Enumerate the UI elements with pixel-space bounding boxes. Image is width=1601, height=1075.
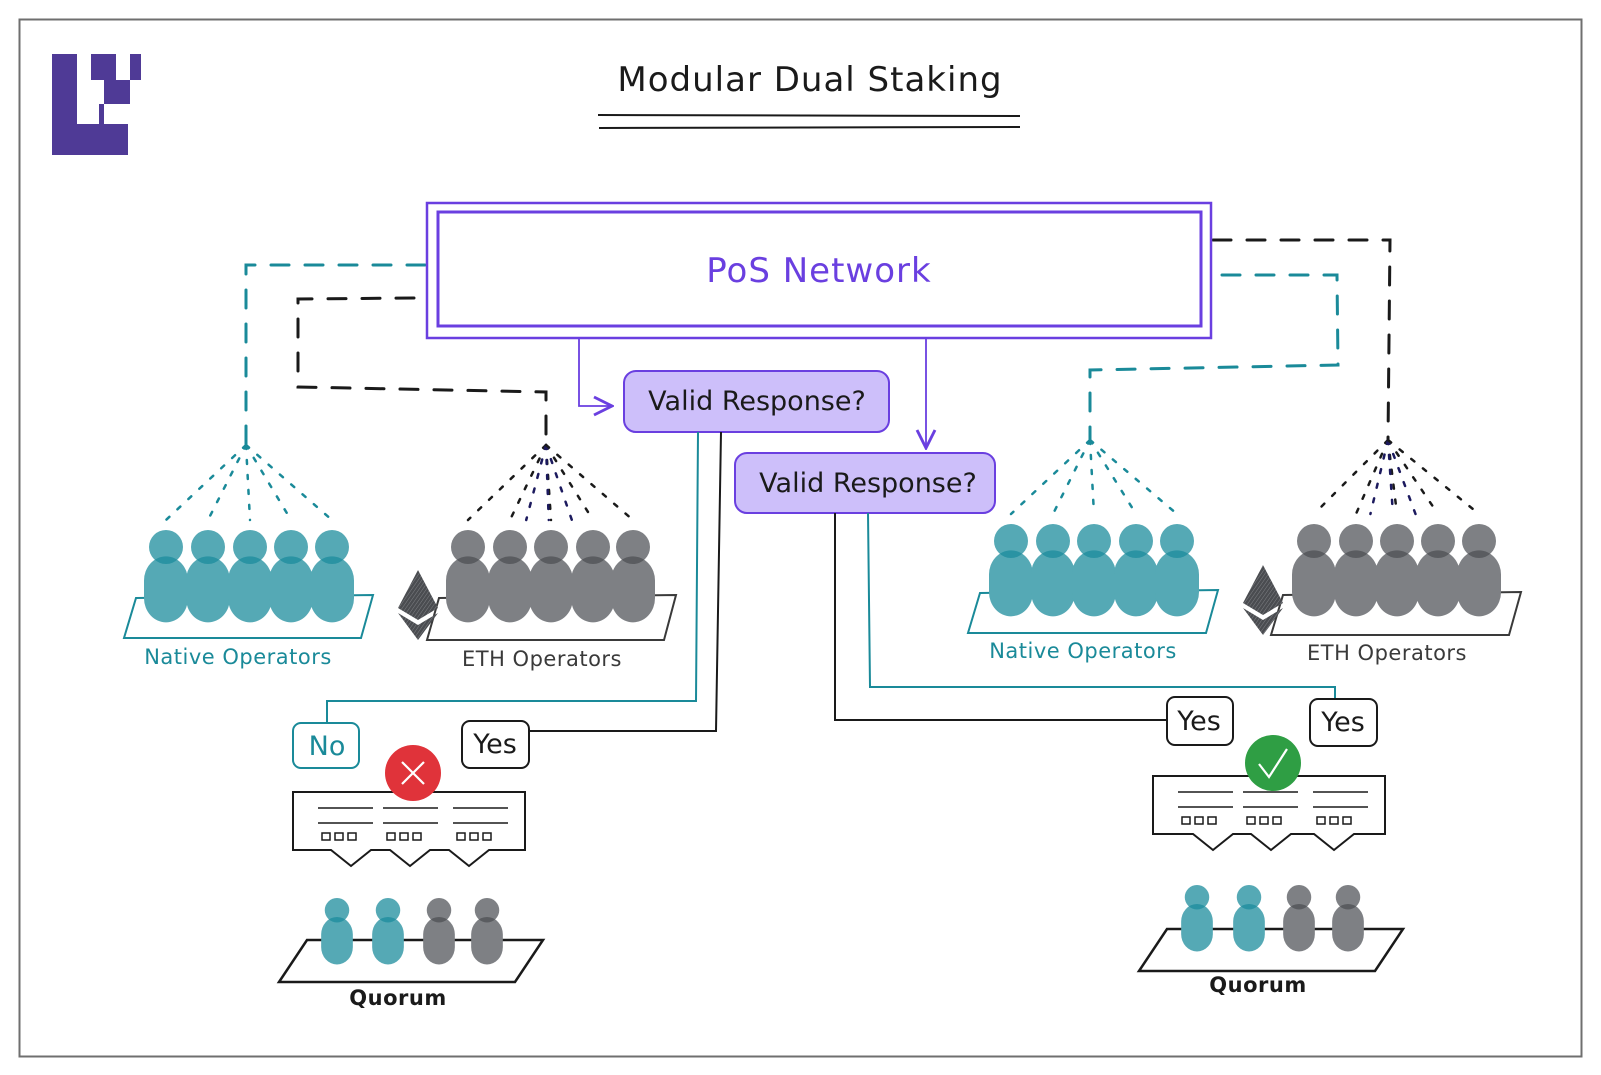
- native-operator-icon: [186, 530, 230, 623]
- delegation-fan: [1009, 438, 1179, 516]
- svg-text:Yes: Yes: [472, 729, 517, 760]
- native-operator-icon: [1114, 524, 1158, 617]
- validator-node-2[interactable]: Valid Response?: [734, 452, 996, 514]
- eth-operator-icon: [1292, 524, 1336, 617]
- eth-operator-icon: [446, 530, 490, 623]
- eth-operator-icon: [1457, 524, 1501, 617]
- response-panel: [1152, 775, 1386, 852]
- native-operator-icon: [989, 524, 1033, 617]
- link-network-eth-left: [296, 296, 548, 447]
- eth-operator-icon: [488, 530, 532, 623]
- group-label-native-left: Native Operators: [144, 645, 332, 669]
- pos-network-node[interactable]: PoS Network: [425, 201, 1213, 340]
- brand-logo: [52, 54, 141, 155]
- link-vr2-yes-eth: [834, 513, 1167, 721]
- group-label-eth-left: ETH Operators: [462, 647, 622, 671]
- quorum-group: [1136, 885, 1406, 973]
- answer-badge-no: No: [292, 722, 360, 769]
- native-operator-icon: [321, 898, 353, 965]
- operator-groups: [122, 438, 1523, 641]
- eth-operator-icon: [1375, 524, 1419, 617]
- link-vr2-yes-native: [867, 512, 1336, 700]
- native-operator-icon: [1031, 524, 1075, 617]
- link-network-native-left: [244, 263, 427, 447]
- eth-operator-icon: [611, 530, 655, 623]
- outcome-panels: [276, 735, 1406, 984]
- link-vr1-no: [326, 431, 699, 722]
- link-network-eth-right: [1211, 238, 1392, 442]
- quorum-group: [276, 898, 546, 984]
- svg-text:Yes: Yes: [1176, 706, 1221, 737]
- quorum-label-left: Quorum: [349, 986, 446, 1010]
- native-operator-icon: [1233, 885, 1265, 952]
- group-label-eth-right: ETH Operators: [1307, 641, 1467, 665]
- eth-operator-icon: [571, 530, 615, 623]
- response-panel: [292, 791, 526, 868]
- answer-badge-yes: Yes: [461, 720, 530, 769]
- validator-node-1[interactable]: Valid Response?: [623, 370, 890, 433]
- x-mark-icon: [385, 745, 441, 801]
- network-links: [244, 238, 1392, 447]
- native-operator-icon: [1181, 885, 1213, 952]
- arrow-network-to-vr1: [578, 338, 612, 406]
- svg-text:No: No: [309, 731, 346, 762]
- delegation-fan: [164, 443, 334, 522]
- eth-operator-icon: [423, 898, 455, 965]
- native-operator-icon: [269, 530, 313, 623]
- validator-label: Valid Response?: [759, 468, 977, 499]
- native-operator-icon: [372, 898, 404, 965]
- eth-operator-icon: [529, 530, 573, 623]
- group-label-native-right: Native Operators: [989, 639, 1177, 663]
- operator-group-eth-right: [1243, 438, 1523, 636]
- eth-operator-icon: [1332, 885, 1364, 952]
- operator-group-eth-left: [398, 443, 678, 641]
- link-network-native-right: [1088, 273, 1340, 442]
- result-links: [326, 431, 1336, 732]
- diagram-title: Modular Dual Staking: [617, 60, 1002, 100]
- delegation-fan: [1312, 438, 1481, 516]
- operator-group-native-left: [122, 443, 375, 639]
- check-mark-icon: [1245, 735, 1301, 791]
- quorum-label-right: Quorum: [1209, 973, 1306, 997]
- native-operator-icon: [1072, 524, 1116, 617]
- svg-text:Yes: Yes: [1320, 707, 1365, 738]
- answer-badge-yes: Yes: [1166, 696, 1234, 746]
- eth-operator-icon: [1334, 524, 1378, 617]
- title-underline: [598, 126, 1021, 129]
- eth-operator-icon: [1416, 524, 1460, 617]
- validator-label: Valid Response?: [648, 386, 866, 417]
- link-vr1-yes: [530, 431, 722, 732]
- native-operator-icon: [144, 530, 188, 623]
- pos-network-label: PoS Network: [706, 251, 931, 291]
- native-operator-icon: [1155, 524, 1199, 617]
- native-operator-icon: [228, 530, 272, 623]
- title-underline: [597, 114, 1021, 117]
- eth-operator-icon: [471, 898, 503, 965]
- frame-border: [18, 18, 1583, 1058]
- answer-badge-yes: Yes: [1309, 698, 1378, 747]
- eth-operator-icon: [1283, 885, 1315, 952]
- delegation-fan: [466, 443, 635, 522]
- operator-group-native-right: [966, 438, 1220, 634]
- ethereum-icon: [1243, 565, 1283, 635]
- ethereum-icon: [398, 570, 438, 640]
- native-operator-icon: [310, 530, 354, 623]
